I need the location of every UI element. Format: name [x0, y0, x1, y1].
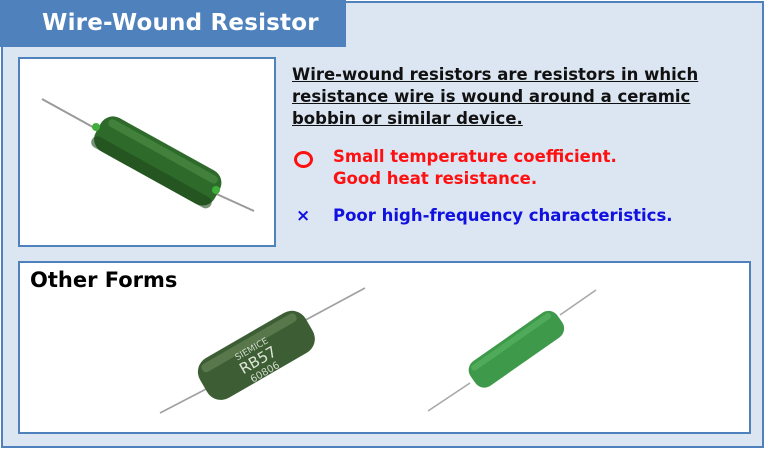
other-forms-box: Other Forms SIEMICE RB57 60806 — [18, 261, 751, 434]
advantage-item: Good heat resistance. — [333, 169, 538, 188]
other-forms-title: Other Forms — [30, 268, 178, 292]
main-resistor-photo — [18, 57, 276, 247]
cross-icon: × — [296, 206, 311, 226]
page-title: Wire-Wound Resistor — [0, 0, 346, 47]
description-text: Wire-wound resistors are resistors in wh… — [292, 65, 699, 128]
disadvantage-item: Poor high-frequency characteristics. — [333, 206, 673, 225]
dark-green-resistor-image: SIEMICE RB57 60806 — [159, 287, 366, 414]
circle-icon — [294, 151, 313, 168]
advantage-item: Small temperature coefficient. — [333, 147, 617, 166]
light-green-resistor-image — [427, 289, 597, 412]
wire-wound-resistor-image — [41, 98, 255, 212]
